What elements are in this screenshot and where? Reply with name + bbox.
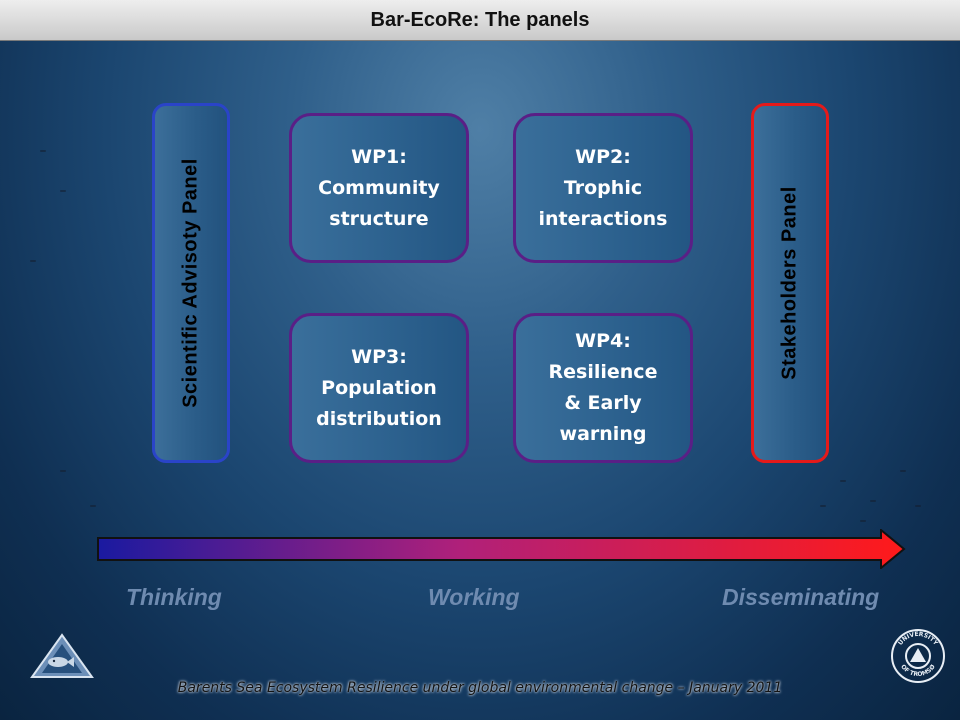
wp2-box: WP2: Trophic interactions bbox=[513, 113, 693, 263]
svg-text:OF TROMSØ: OF TROMSØ bbox=[899, 663, 936, 678]
arrow-graphic bbox=[97, 527, 906, 571]
stakeholders-panel-label: Stakeholders Panel bbox=[778, 186, 801, 380]
wp4-box: WP4: Resilience & Early warning bbox=[513, 313, 693, 463]
scientific-advisory-panel-label: Scientific Advisoty Panel bbox=[179, 158, 202, 408]
wp4-label: WP4: Resilience & Early warning bbox=[548, 330, 658, 445]
bar-ecore-logo bbox=[30, 632, 94, 680]
scientific-advisory-panel: Scientific Advisoty Panel bbox=[152, 103, 230, 463]
stakeholders-panel: Stakeholders Panel bbox=[751, 103, 829, 463]
wp2-label: WP2: Trophic interactions bbox=[538, 145, 668, 230]
wp3-label: WP3: Population distribution bbox=[316, 345, 442, 430]
stage-disseminating: Disseminating bbox=[722, 584, 880, 610]
wp1-label: WP1: Community structure bbox=[318, 145, 440, 230]
stage-thinking: Thinking bbox=[126, 584, 222, 610]
university-of-tromso-logo: UNIVERSITY OF TROMSØ bbox=[890, 628, 946, 684]
wp3-box: WP3: Population distribution bbox=[289, 313, 469, 463]
footer-caption: Barents Sea Ecosystem Resilience under g… bbox=[177, 680, 783, 696]
progress-arrow bbox=[96, 527, 906, 571]
wp1-box: WP1: Community structure bbox=[289, 113, 469, 263]
stage-working: Working bbox=[428, 584, 520, 610]
slide-title: Bar-EcoRe: The panels bbox=[0, 0, 960, 41]
